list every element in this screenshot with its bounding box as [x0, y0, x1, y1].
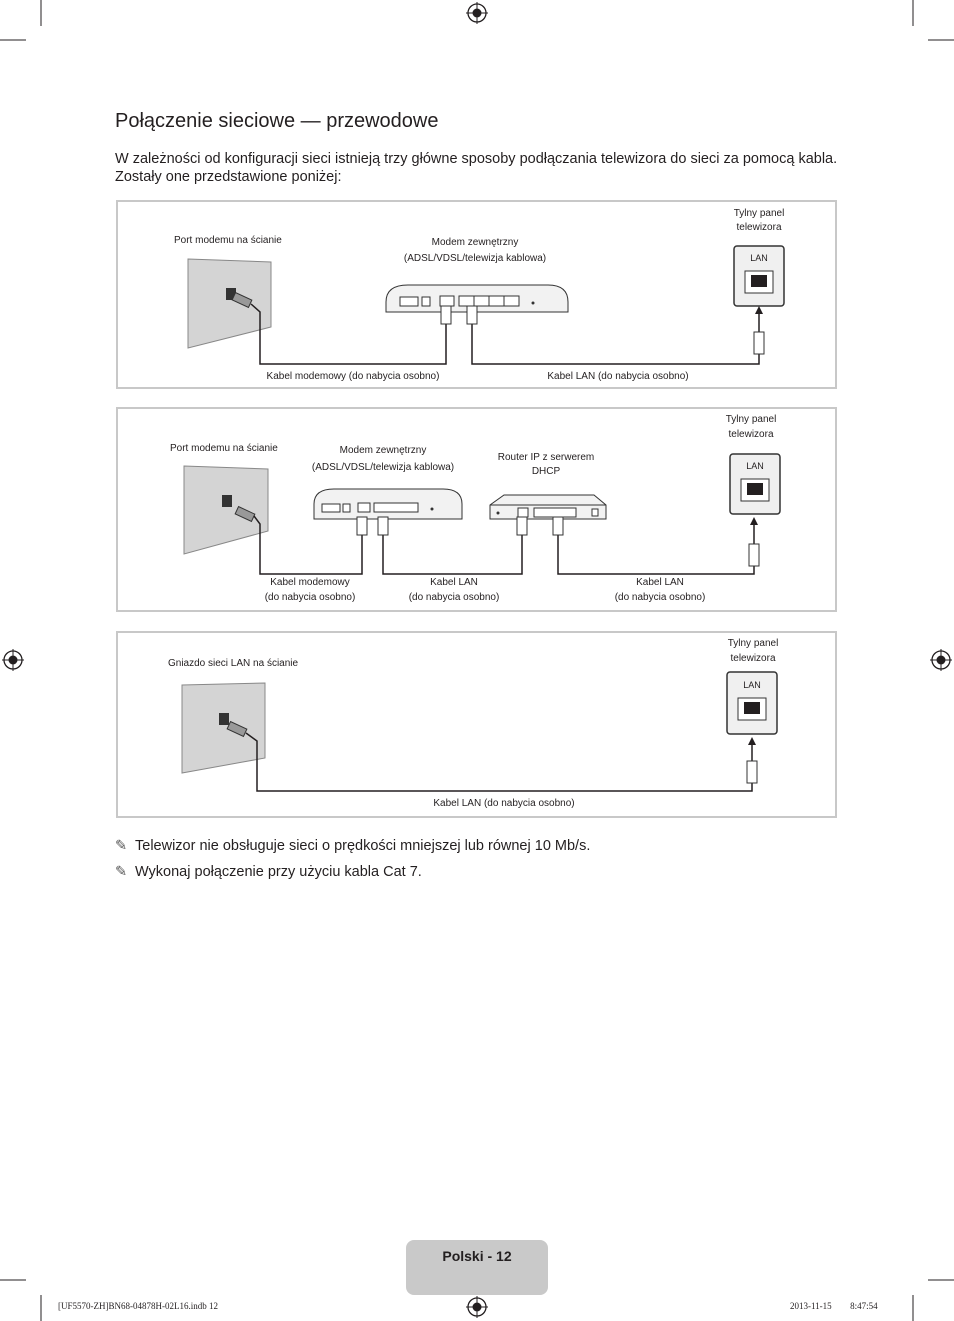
modem-label-line2: (ADSL/VDSL/telewizja kablowa) — [403, 253, 547, 264]
router-icon — [489, 494, 607, 520]
diagram-modem-router: Port modemu na ścianie Modem zewnętrzny … — [116, 407, 837, 612]
tv-panel-label-line2: telewizora — [730, 653, 776, 664]
lan-cable-2-label-line2: (do nabycia osobno) — [614, 592, 706, 603]
print-timestamp: 2013-11-15 ￿￿ 8:47:54 — [790, 1301, 878, 1311]
router-label-line2: DHCP — [531, 466, 561, 477]
wall-lan-label: Gniazdo sieci LAN na ścianie — [168, 658, 299, 669]
plug-icon — [231, 291, 253, 309]
note-speed: ✎ Telewizor nie obsługuje sieci o prędkoś… — [115, 838, 590, 854]
modem-cable-label-line1: Kabel modemowy — [270, 577, 350, 588]
registration-mark-icon — [2, 649, 24, 671]
wall-port-icon — [226, 288, 236, 300]
tv-lan-port-icon — [733, 245, 785, 307]
diagram-1-drawing — [187, 245, 785, 365]
tv-panel-label-line1: Tylny panel — [725, 414, 777, 425]
lan-cable-1-label-line1: Kabel LAN — [430, 577, 478, 588]
note-speed-text: Telewizor nie obsługuje sieci o prędkośc… — [135, 838, 591, 854]
diagram-3-drawing — [181, 671, 778, 792]
lan-cable-label: Kabel LAN (do nabycia osobno) — [433, 798, 575, 809]
modem-icon — [385, 284, 569, 313]
registration-mark-icon — [930, 649, 952, 671]
diagram-modem-direct: Port modemu na ścianie Modem zewnętrzny … — [116, 200, 837, 389]
diagram-2-drawing — [183, 453, 781, 575]
intro-text: W zależności od konfiguracji sieci istni… — [115, 151, 838, 185]
tv-panel-label-line2: telewizora — [736, 222, 782, 233]
modem-label-line1: Modem zewnętrzny — [431, 237, 519, 248]
note-pencil-icon: ✎ — [115, 864, 128, 880]
wall-port-label: Port modemu na ścianie — [170, 443, 278, 454]
tv-lan-port-icon — [729, 453, 781, 515]
modem-label-line1: Modem zewnętrzny — [339, 445, 427, 456]
lan-port-label: LAN — [750, 253, 768, 263]
wall-port-icon — [222, 495, 232, 507]
note-pencil-icon: ✎ — [115, 838, 128, 854]
tv-panel-label-line1: Tylny panel — [727, 638, 779, 649]
tv-panel-label-line1: Tylny panel — [733, 208, 785, 219]
plug-icon — [226, 720, 248, 738]
router-label-line1: Router IP z serwerem — [497, 452, 595, 463]
wall-icon — [187, 258, 272, 349]
registration-mark-icon — [466, 1296, 488, 1318]
modem-label-line2: (ADSL/VDSL/telewizja kablowa) — [311, 462, 455, 473]
page-number-tab: Polski - 12 — [406, 1240, 548, 1295]
tv-lan-port-icon — [726, 671, 778, 735]
note-cable-text: Wykonaj połączenie przy użyciu kabla Cat… — [135, 864, 422, 880]
wall-port-label: Port modemu na ścianie — [174, 235, 282, 246]
lan-port-label: LAN — [743, 680, 761, 690]
tv-panel-label-line2: telewizora — [728, 429, 774, 440]
plug-icon — [234, 505, 256, 523]
lan-port-label: LAN — [746, 461, 764, 471]
registration-mark-icon — [466, 2, 488, 24]
wall-icon — [181, 682, 266, 774]
modem-cable-label-line2: (do nabycia osobno) — [264, 592, 356, 603]
page-title: Połączenie sieciowe — przewodowe — [115, 110, 439, 132]
wall-lan-port-icon — [219, 713, 229, 725]
modem-cable-label: Kabel modemowy (do nabycia osobno) — [266, 371, 440, 382]
note-cable: ✎ Wykonaj połączenie przy użyciu kabla Ca… — [115, 864, 422, 880]
lan-cable-label: Kabel LAN (do nabycia osobno) — [547, 371, 689, 382]
modem-icon — [313, 488, 463, 520]
lan-cable-2-label-line1: Kabel LAN — [636, 577, 684, 588]
lan-cable-1-label-line2: (do nabycia osobno) — [408, 592, 500, 603]
print-file-info: [UF5570-ZH]BN68-04878H-02L16.indb 12 — [58, 1301, 218, 1311]
diagram-wall-lan: Gniazdo sieci LAN na ścianie Tylny panel… — [116, 631, 837, 818]
wall-icon — [183, 465, 269, 555]
